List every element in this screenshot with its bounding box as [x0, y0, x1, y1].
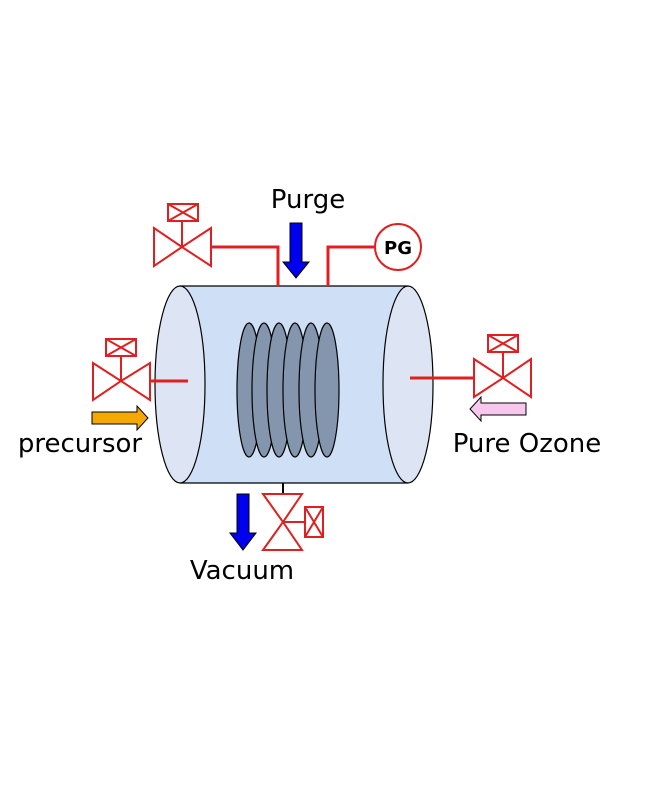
purge-arrow-icon [281, 222, 311, 279]
pressure-gauge-icon[interactable]: PG [374, 223, 422, 271]
substrate-coil [236, 322, 340, 458]
vacuum-arrow-icon [228, 493, 258, 551]
precursor-arrow-icon [91, 404, 149, 432]
purge-valve-line [212, 245, 280, 286]
pure-ozone-label: Pure Ozone [453, 429, 602, 459]
precursor-label: precursor [18, 429, 143, 459]
precursor-valve-icon[interactable] [92, 338, 151, 402]
pressure-gauge-line [326, 245, 376, 286]
ozone-valve-icon[interactable] [473, 334, 532, 399]
chamber-left-end [154, 285, 206, 484]
purge-label: Purge [271, 185, 345, 215]
vacuum-label: Vacuum [190, 556, 294, 586]
ozone-arrow-icon [469, 395, 527, 423]
valve-icon[interactable] [153, 203, 212, 268]
chamber-right-end [382, 285, 434, 484]
vacuum-valve-icon[interactable] [261, 493, 324, 551]
pressure-gauge-label: PG [384, 238, 412, 259]
